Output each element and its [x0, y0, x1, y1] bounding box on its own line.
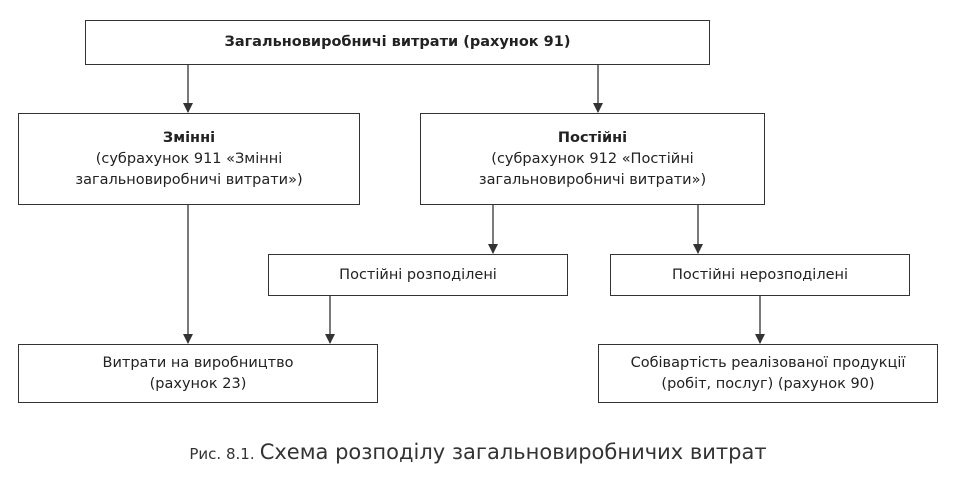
figure-caption: Рис. 8.1. Схема розподілу загальновиробн…: [0, 440, 956, 464]
caption-title: Схема розподілу загальновиробничих витра…: [259, 440, 767, 464]
production-costs-line2: (рахунок 23): [149, 375, 247, 392]
fixed-unallocated-box: Постійні нерозподілені: [610, 254, 910, 296]
fixed-box: Постійні (субрахунок 912 «Постійні загал…: [420, 113, 765, 205]
fixed-title: Постійні: [557, 129, 628, 146]
fixed-unallocated-title: Постійні нерозподілені: [671, 266, 849, 283]
fixed-line1: (субрахунок 912 «Постійні: [491, 150, 694, 167]
variable-box: Змінні (субрахунок 911 «Змінні загальнов…: [18, 113, 360, 205]
cost-of-sales-box: Собівартість реалізованої продукції (роб…: [598, 344, 938, 403]
production-costs-line1: Витрати на виробництво: [102, 354, 294, 371]
fixed-line2: загальновиробничі витрати»): [478, 171, 707, 188]
cost-of-sales-line2: (робіт, послуг) (рахунок 90): [661, 375, 875, 392]
fixed-allocated-box: Постійні розподілені: [268, 254, 568, 296]
variable-line2: загальновиробничі витрати»): [75, 171, 303, 188]
cost-of-sales-line1: Собівартість реалізованої продукції: [630, 354, 906, 371]
variable-line1: (субрахунок 911 «Змінні: [95, 150, 283, 167]
root-title: Загальновиробничі витрати (рахунок 91): [224, 34, 571, 50]
fixed-allocated-title: Постійні розподілені: [339, 266, 497, 283]
root-box: Загальновиробничі витрати (рахунок 91): [85, 20, 710, 65]
production-costs-box: Витрати на виробництво (рахунок 23): [18, 344, 378, 403]
variable-title: Змінні: [162, 129, 216, 146]
caption-number: Рис. 8.1.: [189, 445, 255, 463]
